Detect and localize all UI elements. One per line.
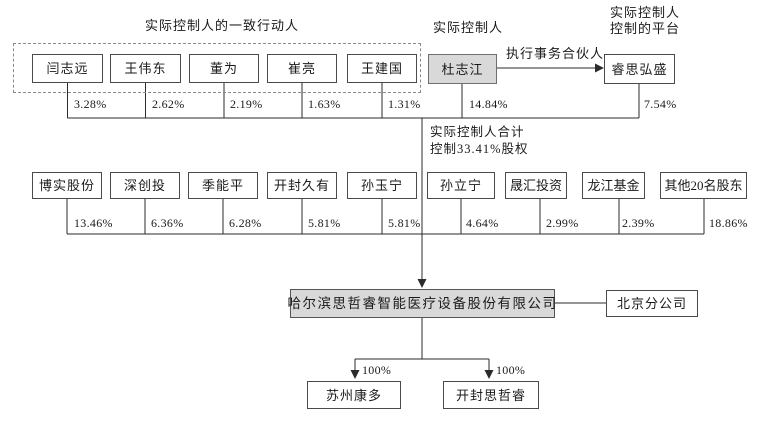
ownership-percentage: 14.84%: [469, 97, 508, 111]
ownership-percentage: 6.36%: [151, 216, 184, 230]
ownership-percentage: 2.62%: [152, 97, 185, 111]
ownership-percentage: 13.46%: [74, 216, 113, 230]
shareholder-name: 晟汇投资: [509, 178, 562, 193]
shareholder-box-boshigufen: 博实股份: [32, 172, 102, 199]
ownership-percentage: 3.28%: [74, 97, 107, 111]
ownership-percentage: 100%: [362, 363, 392, 377]
shareholder-box-dongwei: 董为: [189, 54, 259, 83]
arrowhead-down: [417, 279, 427, 288]
ownership-percentage: 18.86%: [709, 216, 748, 230]
shareholder-name: 季能平: [201, 178, 244, 193]
shareholder-name: 孙玉宁: [360, 178, 403, 193]
ownership-percentage: 1.31%: [388, 97, 421, 111]
shareholder-box-shenchuangtou: 深创投: [110, 172, 180, 199]
shareholder-box-sunyuning: 孙玉宁: [347, 172, 417, 199]
shareholder-box-wangweidong: 王伟东: [110, 54, 181, 83]
shareholder-box-other-20-shareholders: 其他20名股东: [660, 172, 747, 199]
shareholder-box-sunlining: 孙立宁: [427, 172, 495, 199]
arrowhead-down: [484, 370, 494, 379]
shareholder-box-shenghuitouzi: 晟汇投资: [505, 172, 567, 199]
ownership-percentage: 2.99%: [546, 216, 579, 230]
subsidiary-box-kaifengsizherui: 开封思哲睿: [443, 381, 539, 409]
shareholder-name: 孙立宁: [439, 178, 482, 193]
acting-in-concert-label: 实际控制人的一致行动人: [145, 18, 300, 33]
ownership-percentage: 5.81%: [308, 216, 341, 230]
acting-in-concert-group-frame: [13, 43, 421, 93]
shareholder-name: 崔亮: [287, 61, 316, 76]
actual-controller-label: 实际控制人: [433, 20, 504, 35]
ownership-percentage: 100%: [496, 363, 526, 377]
company-name: 哈尔滨思哲睿智能医疗设备股份有限公司: [287, 295, 558, 311]
shareholder-box-longjiangjijin: 龙江基金: [582, 172, 645, 199]
shareholder-name: 龙江基金: [587, 178, 640, 193]
ownership-percentage: 6.28%: [229, 216, 262, 230]
ownership-percentage: 2.19%: [230, 97, 263, 111]
shareholder-box-duzhijiang: 杜志江: [428, 54, 497, 84]
shareholder-box-cuiliang: 崔亮: [267, 54, 337, 83]
shareholder-box-kaifengjiuyou: 开封久有: [267, 172, 337, 199]
branch-box-beijing: 北京分公司: [606, 290, 698, 317]
shareholder-name: 开封久有: [273, 178, 330, 193]
subsidiary-box-suzhoukangduo: 苏州康多: [307, 381, 401, 409]
shareholder-box-yanzhiyuan: 闫志远: [32, 54, 103, 83]
arrowhead-down: [350, 370, 360, 379]
shareholder-name: 王建国: [360, 61, 403, 76]
shareholder-name: 王伟东: [124, 61, 167, 76]
total-control-note-line1: 实际控制人合计: [430, 125, 525, 139]
arrowhead-right: [595, 63, 604, 73]
ownership-percentage: 5.81%: [388, 216, 421, 230]
main-company-box: 哈尔滨思哲睿智能医疗设备股份有限公司: [287, 289, 558, 318]
ownership-percentage: 1.63%: [308, 97, 341, 111]
subsidiary-name: 苏州康多: [325, 387, 382, 403]
controlled-platform-label-line2: 控制的平台: [610, 21, 681, 36]
ownership-percentage: 2.39%: [622, 216, 655, 230]
branch-name: 北京分公司: [616, 296, 687, 311]
total-control-note-line2: 控制33.41%股权: [430, 142, 529, 156]
shareholder-name: 睿思弘盛: [611, 61, 668, 77]
shareholder-box-ruisihongsheng: 睿思弘盛: [604, 54, 675, 84]
shareholder-name: 杜志江: [441, 61, 484, 77]
shareholder-box-jinengping: 季能平: [188, 172, 258, 199]
shareholder-name: 深创投: [123, 178, 166, 193]
ownership-percentage: 4.64%: [466, 216, 499, 230]
controlled-platform-label-line1: 实际控制人: [610, 5, 681, 20]
executive-partner-label: 执行事务合伙人: [506, 46, 605, 61]
shareholder-name: 董为: [209, 61, 238, 76]
subsidiary-name: 开封思哲睿: [455, 387, 526, 403]
shareholder-name: 其他20名股东: [664, 178, 743, 193]
ownership-percentage: 7.54%: [644, 97, 677, 111]
shareholder-box-wangjianguo: 王建国: [347, 54, 417, 83]
shareholder-name: 博实股份: [38, 178, 95, 193]
shareholder-name: 闫志远: [46, 61, 89, 76]
